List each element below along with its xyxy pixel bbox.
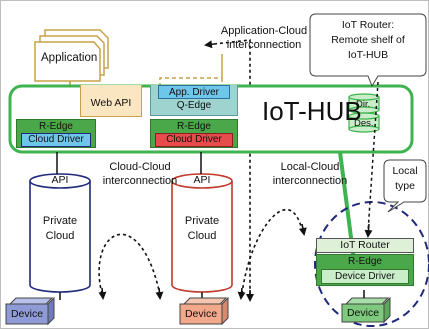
cloud-cloud-line-1: Cloud-Cloud (109, 161, 171, 173)
q-edge-label: Q-Edge (176, 100, 212, 111)
dir-label: Dir. (356, 99, 371, 110)
iot-router-callout: IoT Router: Remote shelf of IoT-HUB (312, 18, 424, 63)
cloud-cloud-arrow (98, 233, 161, 296)
device-middle-label: Device (184, 308, 218, 320)
private-cloud-right-line-1: Private (184, 215, 220, 227)
r-edge-right-label: R-Edge (177, 121, 211, 132)
local-cloud-line-1: Local-Cloud (280, 161, 340, 173)
device-driver-box: Device Driver (321, 269, 409, 284)
iot-router-callout-line-2: Remote shelf of (331, 34, 405, 46)
app-cloud-annotation: Application-Cloud interconnection (212, 24, 316, 52)
local-r-edge-box: R-Edge Device Driver (316, 254, 414, 286)
local-type-line-1: Local (392, 165, 418, 177)
des-label: Des. (354, 118, 374, 129)
private-cloud-left-line-1: Private (42, 215, 78, 227)
device-middle (179, 296, 229, 326)
iot-hub-title: IoT-HUB (262, 96, 362, 126)
q-edge-box: App. Driver Q-Edge (150, 85, 238, 116)
local-type-line-2: type (395, 180, 415, 192)
local-cloud-annotation: Local-Cloud interconnection (262, 160, 358, 188)
iot-router-callout-line-1: IoT Router: (341, 19, 395, 31)
private-cloud-right-label: Private Cloud (172, 214, 232, 244)
local-r-edge-label: R-Edge (348, 256, 382, 267)
private-cloud-left (29, 173, 91, 293)
cloud-driver-left: Cloud Driver (21, 133, 91, 147)
local-type-boundary (314, 201, 429, 327)
api-left-label: API (51, 174, 69, 186)
private-cloud-left-line-2: Cloud (45, 230, 75, 242)
local-type-callout-bubble (383, 159, 427, 213)
api-right-label: API (193, 174, 211, 186)
dir-cylinder (348, 93, 380, 114)
private-cloud-right (171, 173, 233, 293)
cloud-cloud-annotation: Cloud-Cloud interconnection (92, 160, 188, 188)
iot-router-box: IoT Router (316, 238, 414, 253)
r-edge-left-box: R-Edge Cloud Driver (16, 119, 96, 148)
private-cloud-right-line-2: Cloud (187, 230, 217, 242)
local-cloud-arrow (241, 208, 303, 295)
r-edge-right-box: R-Edge Cloud Driver (150, 119, 238, 148)
iot-router-callout-bubble (309, 13, 427, 88)
private-cloud-left-label: Private Cloud (30, 214, 90, 244)
web-api-box: Web API (80, 85, 142, 117)
r-edge-left-label: R-Edge (39, 121, 73, 132)
cloud-driver-right: Cloud Driver (155, 133, 233, 147)
app-cloud-line-1: Application-Cloud (220, 25, 308, 37)
web-api-label: Web API (90, 97, 132, 109)
app-cloud-line-2: interconnection (226, 39, 302, 51)
iot-router-callout-line-3: IoT-HUB (347, 49, 389, 61)
app-driver-box: App. Driver (158, 85, 230, 99)
application-icon (34, 29, 109, 82)
device-right-label: Device (346, 307, 380, 319)
device-left-label: Device (10, 308, 44, 320)
cloud-cloud-line-2: interconnection (102, 175, 178, 187)
device-left (5, 296, 55, 326)
application-label: Application (41, 52, 98, 64)
des-cylinder (348, 112, 380, 133)
device-right (341, 296, 391, 324)
local-type-callout: Local type (386, 164, 424, 194)
local-cloud-line-2: interconnection (272, 175, 348, 187)
app-cloud-arrow (213, 39, 251, 298)
